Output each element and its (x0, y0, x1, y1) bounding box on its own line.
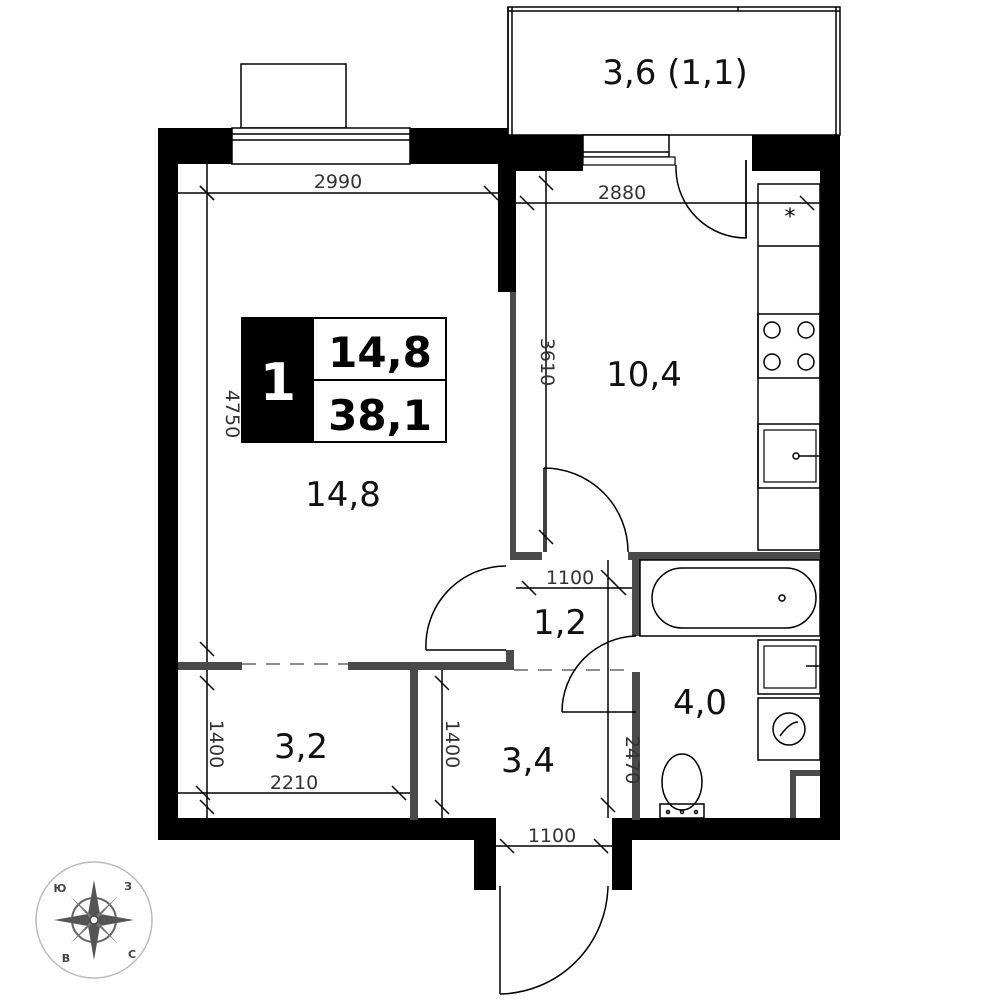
room-area-living: 14,8 (305, 475, 381, 515)
dim-corridor-depth: 1400 (441, 720, 463, 768)
compass-east-label: С (128, 948, 136, 961)
info-badge: 1 14,8 38,1 (241, 317, 447, 443)
room-area-storage: 3,2 (274, 727, 328, 767)
badge-room-count: 1 (260, 353, 296, 413)
room-area-hall: 1,2 (533, 603, 587, 643)
exterior-walls (158, 128, 840, 890)
badge-total-area: 38,1 (328, 391, 432, 440)
windows (231, 127, 676, 166)
compass-icon: Ю З В С (35, 861, 153, 979)
badge-living-area: 14,8 (328, 328, 432, 377)
room-area-kitchen: 10,4 (606, 355, 682, 395)
dim-kitchen-width: 2880 (598, 182, 646, 204)
dim-storage-width: 2210 (270, 772, 318, 794)
svg-text:*: * (785, 205, 796, 230)
ac-unit (240, 63, 347, 129)
compass-north-label: З (124, 880, 132, 893)
dim-bathroom-length: 2470 (621, 736, 643, 784)
dim-kitchen-length: 3610 (536, 338, 558, 386)
kitchen-fixtures: * (757, 183, 821, 551)
loggia (507, 6, 841, 136)
compass-west-label: В (62, 952, 70, 965)
room-area-corridor: 3,4 (501, 741, 555, 781)
doors (425, 160, 747, 995)
compass-south-label: Ю (54, 882, 67, 895)
room-area-bathroom: 4,0 (673, 683, 727, 723)
dim-hall-width: 1100 (546, 567, 594, 589)
dim-living-length: 4750 (221, 390, 243, 438)
dim-storage-depth: 1400 (205, 720, 227, 768)
room-area-loggia: 3,6 (1,1) (602, 53, 747, 93)
dim-living-width: 2990 (314, 171, 362, 193)
bathroom-fixtures (639, 559, 821, 819)
dimension-lines (178, 164, 820, 854)
dim-entrance-width: 1100 (528, 825, 576, 847)
partitions (178, 292, 820, 820)
